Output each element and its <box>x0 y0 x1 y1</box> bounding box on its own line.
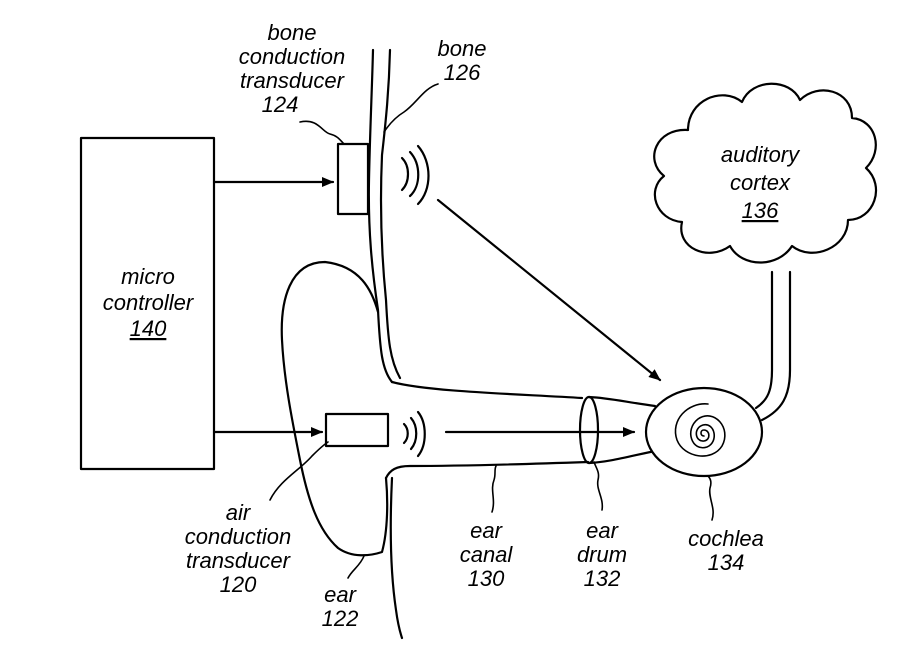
outer-ear <box>280 260 389 557</box>
bone-sound-wave-2 <box>408 150 420 198</box>
bone-line-right <box>379 48 402 380</box>
label-bone: bone 126 <box>438 36 487 85</box>
ear-drum <box>578 395 600 465</box>
air-sound-wave-1 <box>402 422 409 445</box>
label-text: transducer <box>186 548 292 573</box>
label-ref: 126 <box>444 60 481 85</box>
arrow-bone-to-cochlea <box>436 198 662 382</box>
air-sound-wave-2 <box>409 416 418 451</box>
label-micro-controller: micro controller 140 <box>103 264 195 341</box>
label-ref: 132 <box>584 566 621 591</box>
air-sound-wave-3 <box>416 410 426 458</box>
label-text: micro <box>121 264 175 289</box>
leader-bone-transducer <box>299 120 345 145</box>
auditory-cortex-cloud <box>653 82 877 264</box>
label-text: bone <box>268 20 317 45</box>
cochlea-spiral <box>674 403 726 457</box>
label-text: canal <box>460 542 514 567</box>
auditory-nerve-outer <box>760 270 792 422</box>
label-text: air <box>226 500 252 525</box>
label-text: cortex <box>730 170 791 195</box>
bone-conduction-transducer <box>336 142 370 216</box>
label-ref: 120 <box>220 572 257 597</box>
label-text: drum <box>577 542 627 567</box>
label-text: ear <box>586 518 619 543</box>
leader-ear <box>347 555 365 579</box>
bone-line-lower <box>389 476 404 640</box>
label-ear-drum: ear drum 132 <box>577 518 627 591</box>
cochlea <box>644 386 764 478</box>
air-conduction-transducer <box>324 412 390 448</box>
bone-sound-wave-1 <box>400 156 410 192</box>
label-cochlea: cochlea 134 <box>688 526 764 575</box>
bone-line-left <box>367 48 394 384</box>
label-text: transducer <box>240 68 346 93</box>
label-air-conduction-transducer: air conduction transducer 120 <box>185 500 292 597</box>
label-ear-canal: ear canal 130 <box>460 518 514 591</box>
label-ref: 136 <box>742 198 779 223</box>
label-text: auditory <box>721 142 801 167</box>
micro-controller-box <box>79 136 216 471</box>
label-ear: ear 122 <box>322 582 359 631</box>
leader-cochlea <box>707 475 714 521</box>
bone-sound-wave-3 <box>416 144 430 206</box>
label-text: bone <box>438 36 487 61</box>
label-text: conduction <box>185 524 291 549</box>
label-bone-conduction-transducer: bone conduction transducer 124 <box>239 20 346 117</box>
label-text: controller <box>103 290 195 315</box>
label-auditory-cortex: auditory cortex 136 <box>721 142 801 223</box>
funnel-bottom <box>587 448 662 465</box>
leader-ear-canal <box>491 465 497 513</box>
funnel-top <box>587 395 657 408</box>
label-ref: 124 <box>262 92 299 117</box>
label-text: ear <box>470 518 503 543</box>
ear-canal-bottom <box>384 460 590 480</box>
label-text: cochlea <box>688 526 764 551</box>
label-ref: 134 <box>708 550 745 575</box>
label-text: ear <box>324 582 357 607</box>
leader-air-transducer <box>269 441 329 501</box>
auditory-nerve-inner <box>754 270 774 410</box>
label-text: conduction <box>239 44 345 69</box>
label-ref: 140 <box>130 316 167 341</box>
leader-bone <box>383 83 439 133</box>
label-ref: 122 <box>322 606 359 631</box>
leader-ear-drum <box>593 461 604 511</box>
label-ref: 130 <box>468 566 505 591</box>
ear-canal-top <box>390 380 584 400</box>
